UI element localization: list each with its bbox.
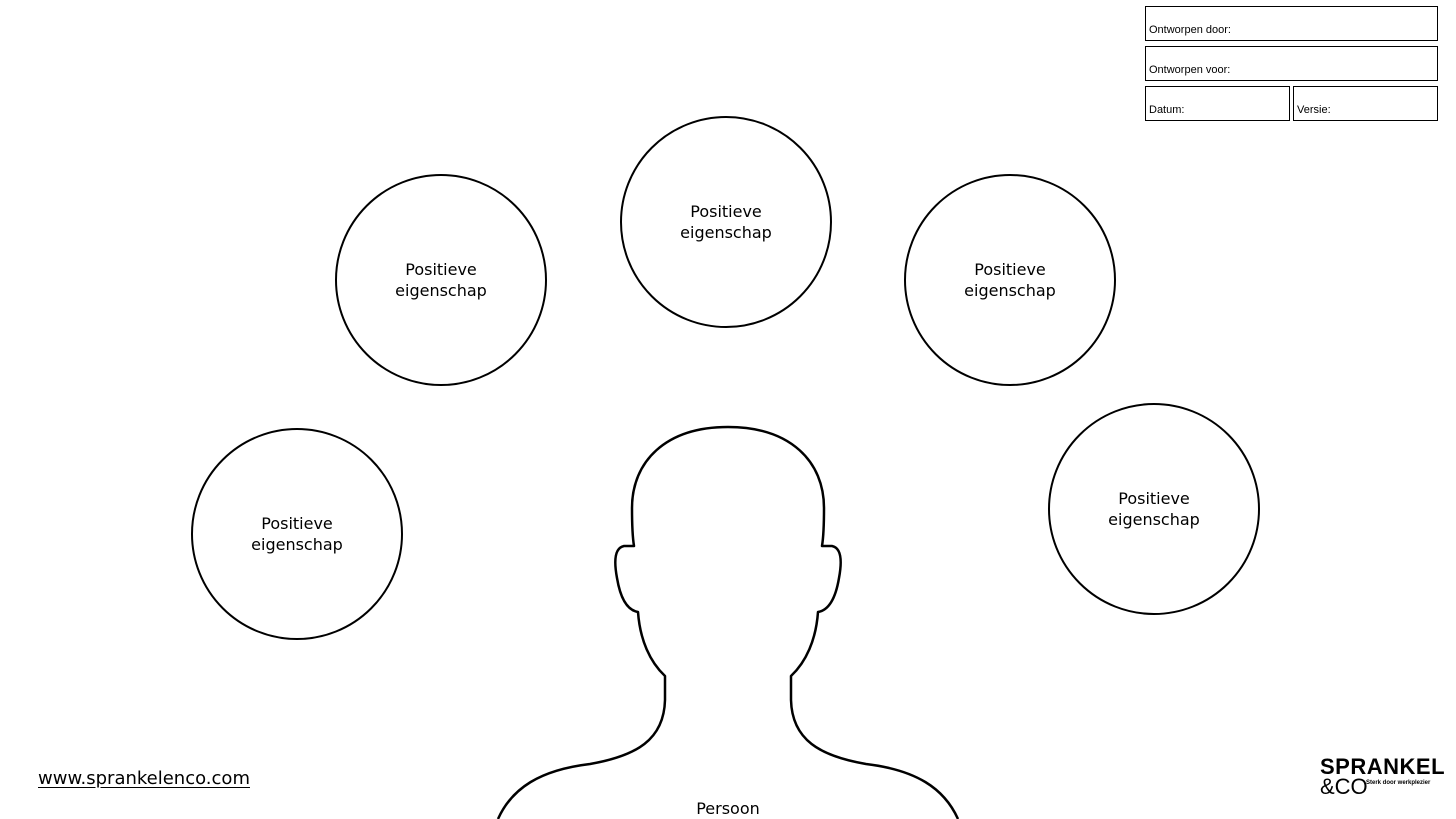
- trait-circle[interactable]: Positieve eigenschap: [904, 174, 1116, 386]
- brand-amp-co: &CO: [1320, 774, 1368, 799]
- date-label: Datum:: [1149, 104, 1185, 116]
- brand-tagline: Sterk door werkplezier: [1366, 780, 1431, 786]
- website-link[interactable]: www.sprankelenco.com: [38, 768, 250, 789]
- trait-circle[interactable]: Positieve eigenschap: [620, 116, 832, 328]
- trait-label: Positieve eigenschap: [1108, 489, 1200, 529]
- version-field[interactable]: Versie:: [1293, 86, 1438, 121]
- trait-circle[interactable]: Positieve eigenschap: [191, 428, 403, 640]
- version-label: Versie:: [1297, 104, 1331, 116]
- designed-by-field[interactable]: Ontworpen door:: [1145, 6, 1438, 41]
- brand-name: SPRANKEL: [1320, 754, 1446, 779]
- trait-label: Positieve eigenschap: [395, 260, 487, 300]
- designed-for-field[interactable]: Ontworpen voor:: [1145, 46, 1438, 81]
- brand-logo: SPRANKEL &CO Sterk door werkplezier: [1320, 756, 1445, 800]
- trait-label: Positieve eigenschap: [680, 202, 772, 242]
- designed-for-label: Ontworpen voor:: [1149, 64, 1231, 76]
- trait-circle[interactable]: Positieve eigenschap: [335, 174, 547, 386]
- person-label: Persoon: [696, 799, 760, 818]
- designed-by-label: Ontworpen door:: [1149, 24, 1231, 36]
- trait-circle[interactable]: Positieve eigenschap: [1048, 403, 1260, 615]
- trait-label: Positieve eigenschap: [251, 514, 343, 554]
- trait-label: Positieve eigenschap: [964, 260, 1056, 300]
- date-field[interactable]: Datum:: [1145, 86, 1290, 121]
